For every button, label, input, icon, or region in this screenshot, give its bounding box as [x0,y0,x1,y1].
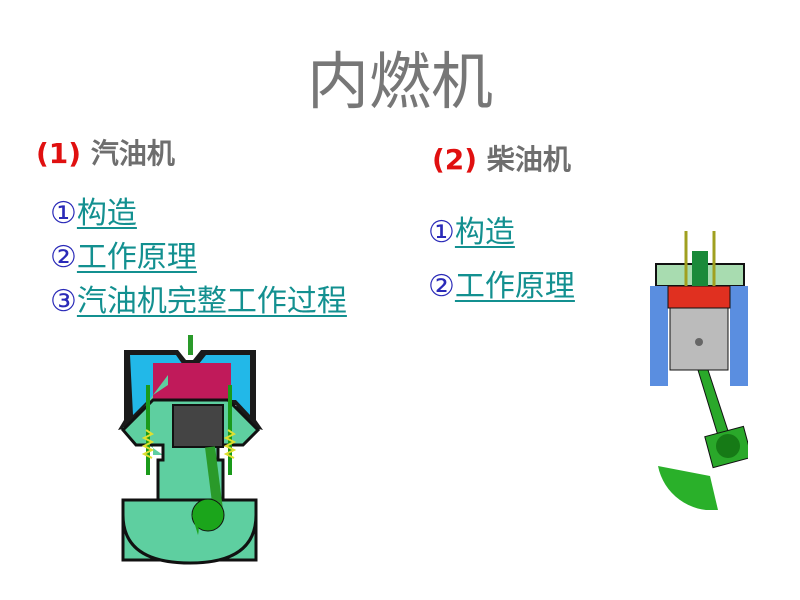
heading-label: 柴油机 [486,143,571,176]
list-marker: ① [428,215,455,250]
gasoline-heading: (1) 汽油机 [36,136,175,172]
list-item: ①构造 [50,192,347,236]
gasoline-process-link[interactable]: 汽油机完整工作过程 [76,284,347,319]
list-marker: ① [50,196,77,231]
list-item: ③汽油机完整工作过程 [50,280,347,324]
diesel-list: ①构造 ②工作原理 [428,206,575,314]
diesel-structure-link[interactable]: 构造 [454,215,515,250]
list-marker: ③ [50,284,77,319]
gasoline-engine-illustration [118,335,263,565]
gasoline-principle-link[interactable]: 工作原理 [76,240,197,275]
diesel-heading: (2) 柴油机 [432,142,571,178]
list-item: ②工作原理 [50,236,347,280]
heading-label: 汽油机 [90,137,175,170]
list-marker: ② [428,269,455,304]
gasoline-structure-link[interactable]: 构造 [76,196,137,231]
heading-number: (2) [432,143,478,176]
list-marker: ② [50,240,77,275]
diesel-engine-illustration [650,231,748,510]
gasoline-list: ①构造 ②工作原理 ③汽油机完整工作过程 [50,192,347,324]
list-item: ②工作原理 [428,260,575,314]
heading-number: (1) [36,137,82,170]
diesel-principle-link[interactable]: 工作原理 [454,269,575,304]
list-item: ①构造 [428,206,575,260]
slide-title: 内燃机 [306,45,493,118]
